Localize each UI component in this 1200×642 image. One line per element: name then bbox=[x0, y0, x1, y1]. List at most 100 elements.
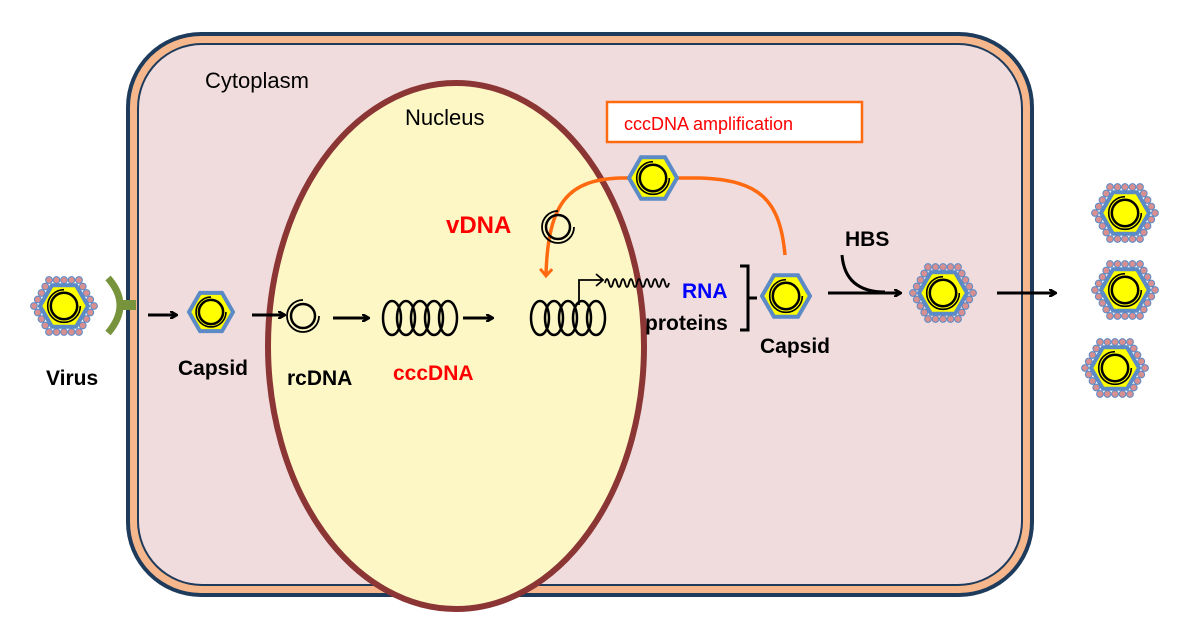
envelope-protein bbox=[1147, 215, 1156, 224]
virus-particle-entry bbox=[30, 276, 98, 336]
envelope-protein bbox=[86, 295, 95, 304]
envelope-protein bbox=[1129, 383, 1138, 392]
envelope-protein bbox=[912, 295, 921, 304]
cccdna-coil-transcribing bbox=[529, 299, 607, 337]
envelope-protein bbox=[1084, 357, 1093, 366]
envelope-protein bbox=[75, 276, 83, 284]
envelope-protein bbox=[965, 295, 974, 304]
envelope-protein bbox=[1139, 266, 1148, 275]
envelope-protein bbox=[954, 315, 962, 323]
envelope-protein bbox=[1143, 196, 1152, 204]
envelope-protein bbox=[1106, 183, 1114, 191]
envelope-protein bbox=[1133, 377, 1142, 385]
envelope-protein bbox=[1113, 312, 1122, 320]
rna-wave bbox=[604, 278, 670, 288]
envelope-protein bbox=[60, 276, 68, 284]
capsid-label: Capsid bbox=[178, 357, 248, 380]
envelope-protein bbox=[924, 315, 932, 323]
envelope-protein bbox=[939, 263, 947, 271]
envelope-protein bbox=[1102, 305, 1111, 314]
envelope-protein bbox=[45, 328, 53, 336]
amplification-box bbox=[605, 100, 864, 144]
envelope-protein bbox=[82, 315, 91, 323]
envelope-protein bbox=[1094, 279, 1103, 288]
virus-particle-assembled bbox=[909, 263, 977, 323]
envelope-protein bbox=[1111, 390, 1119, 398]
envelope-protein bbox=[1118, 338, 1127, 346]
envelope-protein bbox=[920, 269, 929, 278]
rna-label: RNA bbox=[682, 280, 728, 303]
envelope-protein bbox=[1091, 209, 1099, 217]
envelope-protein bbox=[1098, 196, 1107, 204]
envelope-protein bbox=[916, 276, 925, 284]
envelope-protein bbox=[1096, 390, 1104, 398]
transcription-start-arrow bbox=[578, 273, 605, 305]
envelope-protein bbox=[45, 276, 53, 284]
envelope-protein bbox=[1094, 215, 1103, 224]
envelope-protein bbox=[1106, 235, 1114, 243]
envelope-protein bbox=[1102, 189, 1111, 198]
hbs-label: HBS bbox=[845, 228, 889, 251]
envelope-protein bbox=[1094, 292, 1103, 301]
capsid-exit-label: Capsid bbox=[760, 335, 830, 358]
envelope-protein bbox=[1103, 338, 1112, 346]
envelope-protein bbox=[78, 321, 87, 330]
envelope-protein bbox=[1084, 370, 1093, 379]
virus-particle-released-1 bbox=[1091, 183, 1159, 243]
envelope-protein bbox=[1141, 364, 1149, 372]
cccdna-coil bbox=[381, 299, 459, 337]
envelope-protein bbox=[957, 308, 966, 317]
envelope-protein bbox=[1121, 312, 1129, 320]
envelope-protein bbox=[1143, 299, 1152, 307]
envelope-protein bbox=[37, 289, 46, 297]
envelope-protein bbox=[1088, 351, 1097, 359]
envelope-protein bbox=[33, 308, 42, 317]
envelope-protein bbox=[1103, 390, 1112, 398]
envelope-protein bbox=[1128, 235, 1137, 243]
envelope-protein bbox=[1121, 260, 1129, 268]
envelope-protein bbox=[1106, 260, 1114, 268]
envelope-protein bbox=[1147, 292, 1156, 301]
nucleus-label: Nucleus bbox=[405, 105, 484, 130]
envelope-protein bbox=[1088, 377, 1097, 385]
envelope-protein bbox=[1098, 222, 1107, 230]
envelope-protein bbox=[1098, 299, 1107, 307]
envelope-protein bbox=[30, 302, 38, 310]
envelope-protein bbox=[1128, 312, 1137, 320]
virus-particle-released-2 bbox=[1091, 260, 1159, 320]
cccdna-label: cccDNA bbox=[393, 362, 474, 385]
envelope-protein bbox=[1137, 357, 1146, 366]
envelope-protein bbox=[1147, 202, 1156, 211]
envelope-protein bbox=[969, 289, 977, 297]
envelope-protein bbox=[909, 289, 917, 297]
envelope-protein bbox=[33, 295, 42, 304]
envelope-protein bbox=[1139, 189, 1148, 198]
envelope-protein bbox=[957, 269, 966, 278]
envelope-protein bbox=[1106, 312, 1114, 320]
envelope-protein bbox=[916, 302, 925, 310]
envelope-protein bbox=[1121, 235, 1129, 243]
envelope-protein bbox=[1133, 351, 1142, 359]
envelope-protein bbox=[75, 328, 83, 336]
envelope-protein bbox=[1113, 260, 1122, 268]
nucleus bbox=[265, 80, 647, 612]
envelope-protein bbox=[931, 263, 940, 271]
vdna-circle bbox=[541, 210, 575, 244]
envelope-protein bbox=[924, 263, 932, 271]
virus-particle-released-3 bbox=[1081, 338, 1149, 398]
envelope-protein bbox=[1139, 228, 1148, 237]
envelope-protein bbox=[1128, 260, 1137, 268]
envelope-protein bbox=[1111, 338, 1119, 346]
bracket bbox=[740, 264, 757, 332]
envelope-protein bbox=[965, 282, 974, 291]
envelope-protein bbox=[1128, 183, 1137, 191]
envelope-protein bbox=[1102, 266, 1111, 275]
envelope-protein bbox=[67, 276, 76, 284]
envelope-protein bbox=[1126, 338, 1134, 346]
envelope-protein bbox=[1092, 344, 1101, 353]
envelope-protein bbox=[961, 302, 970, 310]
envelope-protein bbox=[1151, 209, 1159, 217]
capsid-entry bbox=[186, 290, 236, 334]
capsid-recycling bbox=[626, 155, 680, 201]
